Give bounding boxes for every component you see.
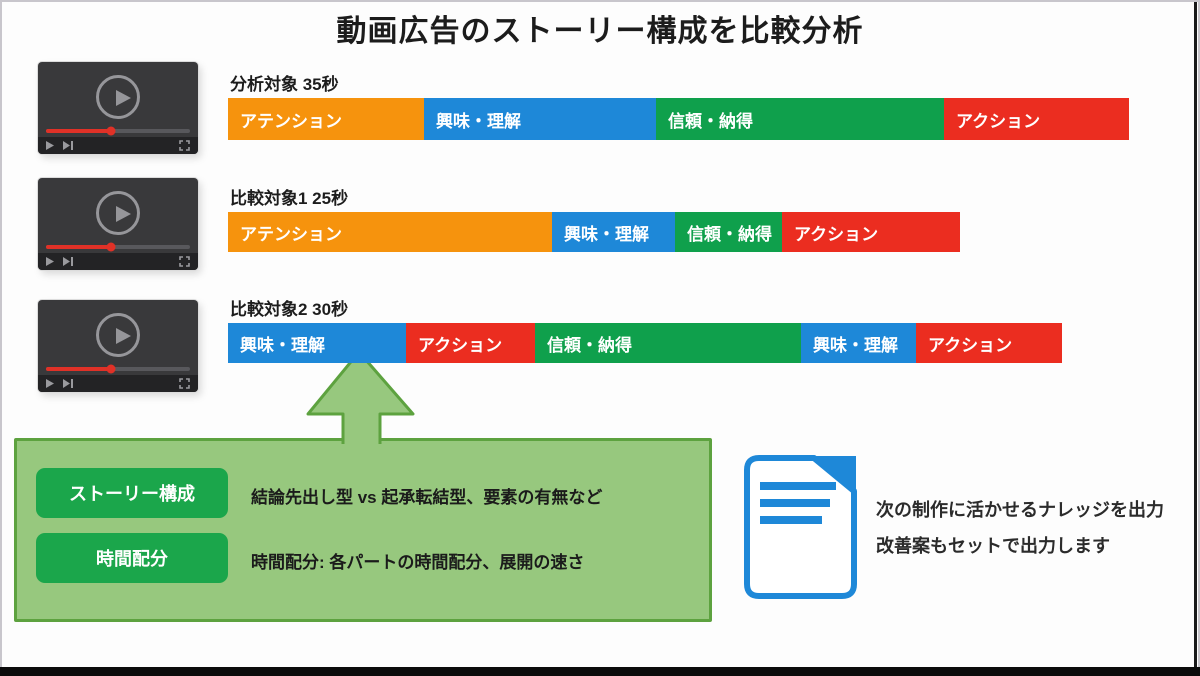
video-progress-handle[interactable] — [106, 242, 116, 252]
output-note-line2: 改善案もセットで出力します — [876, 536, 1110, 556]
video-progress-bar[interactable] — [46, 364, 190, 374]
page-title: 動画広告のストーリー構成を比較分析 — [336, 15, 864, 48]
play-button-icon[interactable] — [96, 313, 140, 357]
play-icon[interactable] — [46, 257, 54, 266]
video-progress-fill — [46, 367, 111, 371]
video-progress-handle[interactable] — [106, 364, 116, 374]
play-icon[interactable] — [46, 379, 54, 388]
play-button-icon[interactable] — [96, 75, 140, 119]
timeline-segment-attention: アテンション — [228, 212, 552, 252]
video-progress-fill — [46, 129, 111, 133]
timeline-segment-action: アクション — [944, 98, 1129, 140]
document-icon — [744, 455, 857, 599]
timeline-segment-action: アクション — [406, 323, 535, 363]
timeline-segment-interest: 興味・理解 — [424, 98, 656, 140]
timeline-segment-interest: 興味・理解 — [228, 323, 406, 363]
video-thumbnail[interactable] — [38, 178, 198, 270]
analysis-panel: ストーリー構成 結論先出し型 vs 起承転結型、要素の有無など 時間配分 時間配… — [14, 438, 712, 622]
fullscreen-icon[interactable] — [179, 256, 190, 267]
video-progress-handle[interactable] — [106, 126, 116, 136]
video-thumbnail[interactable] — [38, 62, 198, 154]
skip-next-icon[interactable] — [63, 257, 73, 266]
timeline-row: 分析対象 35秒 アテンション興味・理解信頼・納得アクション — [0, 62, 1200, 194]
timeline-row: 比較対象2 30秒 興味・理解アクション信頼・納得興味・理解アクション — [0, 300, 1200, 432]
row-label: 比較対象2 30秒 — [230, 300, 349, 319]
video-thumbnail[interactable] — [38, 300, 198, 392]
play-button-icon[interactable] — [96, 191, 140, 235]
video-progress-fill — [46, 245, 111, 249]
window-right-edge — [1194, 2, 1197, 667]
time-allocation-desc: 時間配分: 各パートの時間配分、展開の速さ — [251, 553, 585, 572]
play-triangle-icon — [116, 206, 131, 222]
story-structure-chip: ストーリー構成 — [36, 468, 228, 518]
timeline-bar: アテンション興味・理解信頼・納得アクション — [228, 98, 1129, 140]
video-controls-bar — [38, 375, 198, 392]
video-controls-bar — [38, 253, 198, 270]
play-triangle-icon — [116, 90, 131, 106]
timeline-segment-trust: 信頼・納得 — [656, 98, 944, 140]
timeline-segment-action: アクション — [916, 323, 1062, 363]
row-label: 分析対象 35秒 — [230, 75, 339, 94]
timeline-bar: 興味・理解アクション信頼・納得興味・理解アクション — [228, 323, 1062, 363]
timeline-row: 比較対象1 25秒 アテンション興味・理解信頼・納得アクション — [0, 178, 1200, 310]
timeline-segment-trust: 信頼・納得 — [675, 212, 782, 252]
window-bottom-bar — [0, 667, 1200, 676]
skip-next-icon[interactable] — [63, 141, 73, 150]
output-note-line1: 次の制作に活かせるナレッジを出力 — [876, 500, 1164, 520]
story-structure-desc: 結論先出し型 vs 起承転結型、要素の有無など — [251, 488, 603, 507]
timeline-segment-trust: 信頼・納得 — [535, 323, 801, 363]
play-icon[interactable] — [46, 141, 54, 150]
timeline-bar: アテンション興味・理解信頼・納得アクション — [228, 212, 960, 252]
timeline-segment-interest: 興味・理解 — [801, 323, 916, 363]
play-triangle-icon — [116, 328, 131, 344]
video-controls-bar — [38, 137, 198, 154]
timeline-segment-attention: アテンション — [228, 98, 424, 140]
timeline-segment-action: アクション — [782, 212, 960, 252]
fullscreen-icon[interactable] — [179, 140, 190, 151]
video-progress-bar[interactable] — [46, 242, 190, 252]
time-allocation-chip: 時間配分 — [36, 533, 228, 583]
skip-next-icon[interactable] — [63, 379, 73, 388]
video-progress-bar[interactable] — [46, 126, 190, 136]
fullscreen-icon[interactable] — [179, 378, 190, 389]
timeline-segment-interest: 興味・理解 — [552, 212, 675, 252]
row-label: 比較対象1 25秒 — [230, 189, 349, 208]
